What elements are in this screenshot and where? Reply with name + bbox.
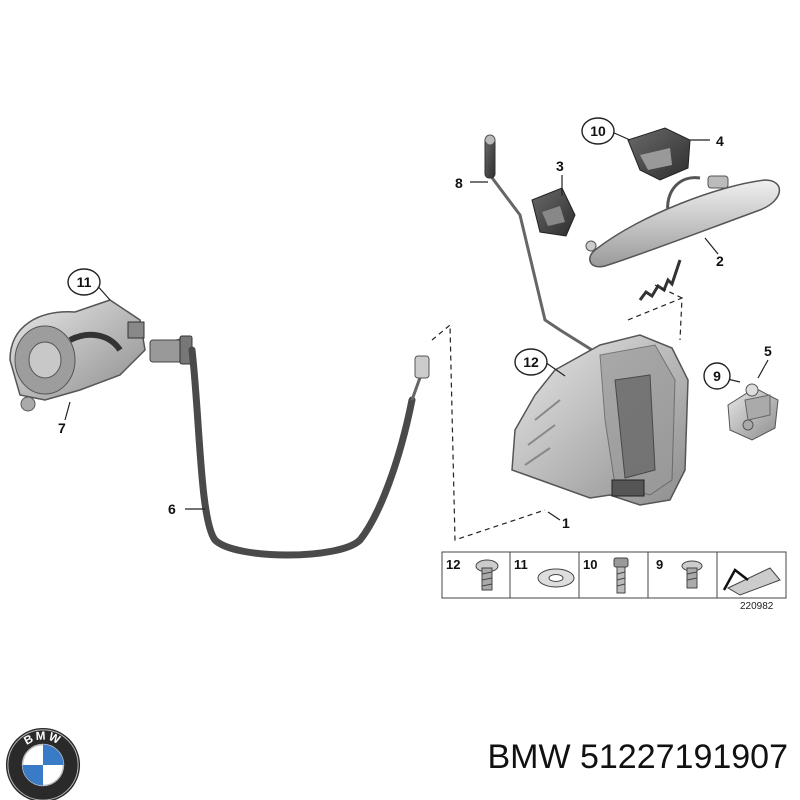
handle-carrier-part: [627, 127, 691, 181]
table-num-9: 9: [656, 557, 663, 572]
dashed-leaders: [431, 284, 683, 541]
svg-text:11: 11: [77, 274, 92, 290]
bmw-logo: BMW: [5, 727, 81, 800]
svg-text:10: 10: [590, 123, 606, 139]
svg-text:BMW: BMW: [22, 729, 64, 747]
door-lock-part: [511, 334, 689, 506]
table-num-12: 12: [446, 557, 460, 572]
circled-label-12: 12: [514, 348, 548, 376]
table-num-11: 11: [514, 557, 528, 572]
circled-label-10: 10: [581, 117, 615, 145]
label-7: 7: [58, 420, 66, 436]
inner-mechanism-part: [9, 299, 146, 412]
diagram-reference-number: 220982: [740, 601, 774, 612]
bracket-part: [531, 187, 576, 237]
outer-handle-part: [585, 175, 781, 301]
label-2: 2: [716, 253, 724, 269]
label-8: 8: [455, 175, 463, 191]
direction-arrow-icon: [722, 567, 781, 596]
torx-screw-icon: [475, 559, 499, 591]
svg-text:9: 9: [713, 368, 721, 384]
striker-part: [727, 383, 779, 441]
flat-screw-icon: [681, 560, 703, 589]
circled-label-9: 9: [703, 362, 731, 390]
rod-part: [484, 134, 601, 357]
brand-part-number: BMW 51227191907: [487, 738, 788, 776]
svg-text:12: 12: [523, 354, 539, 370]
label-4: 4: [716, 133, 724, 149]
label-leaders: [64, 131, 769, 521]
label-5: 5: [764, 343, 772, 359]
label-6: 6: [168, 501, 176, 517]
cable-part: [149, 335, 430, 559]
fastener-table: 12 11 10 9: [441, 551, 787, 599]
long-bolt-icon: [613, 557, 629, 594]
label-3: 3: [556, 158, 564, 174]
circled-label-11: 11: [67, 268, 101, 296]
table-num-10: 10: [583, 557, 597, 572]
washer-icon: [537, 568, 575, 588]
label-1: 1: [562, 515, 570, 531]
